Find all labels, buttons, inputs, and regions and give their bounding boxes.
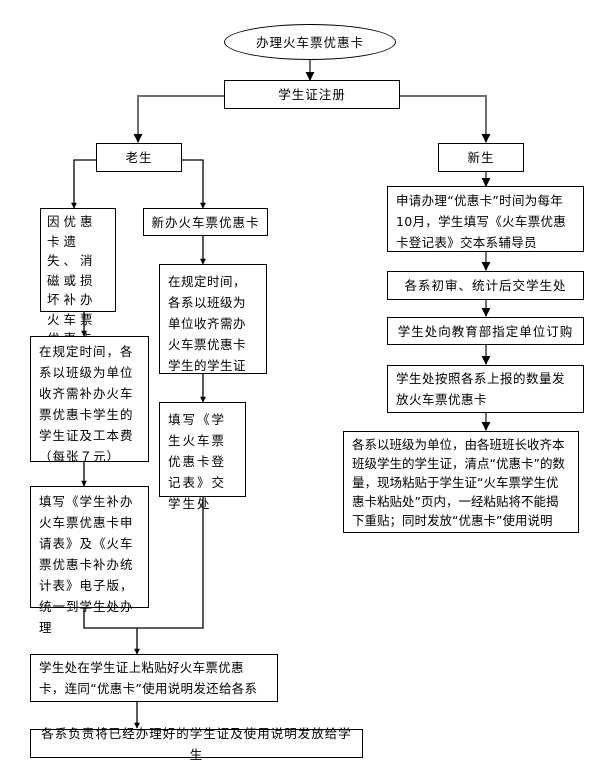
- paste-card-node: 学生处在学生证上粘贴好火车票优惠卡，连同“优惠卡”使用说明发还给各系: [30, 654, 278, 702]
- arrow-merge-paste: [83, 497, 204, 654]
- new-apply-node: 申请办理“优惠卡”时间为每年10月，学生填写《火车票优惠卡登记表》交本系辅导员: [387, 186, 584, 252]
- lost-collect-node: 在规定时间，各系以班级为单位收齐需补办火车票优惠卡学生的学生证及工本费（每张７元…: [30, 336, 149, 464]
- new-card-node: 新办火车票优惠卡: [143, 208, 268, 236]
- student-id-register-node: 学生证注册: [224, 80, 400, 109]
- final-distribute-node: 各系负责将已经办理好的学生证及使用说明发放给学生: [30, 726, 363, 762]
- start-node: 办理火车票优惠卡: [224, 24, 396, 60]
- new-student-node: 新生: [438, 143, 524, 172]
- lost-card-node: 因优惠卡遗失、消磁或损坏补办火车票优惠卡: [40, 208, 116, 346]
- new-distribute-node: 各系以班级为单位，由各班班长收齐本班级学生的学生证，清点“优惠卡”的数量，现场粘…: [343, 431, 579, 533]
- new-issue-node: 学生处按照各系上报的数量发放火车票优惠卡: [387, 365, 584, 413]
- lost-form-node: 填写《学生补办火车票优惠卡申请表》及《火车票优惠卡补办统计表》电子版，统一到学生…: [30, 486, 149, 635]
- new-card-collect-node: 在规定时间，各系以班级为单位收齐需办火车票优惠卡学生的学生证: [159, 264, 267, 374]
- new-order-node: 学生处向教育部指定单位订购: [387, 317, 584, 345]
- new-card-form-node: 填写《学生火车票优惠卡登记表》交学生处: [159, 402, 246, 511]
- arrow-register-old: [133, 95, 224, 143]
- old-student-node: 老生: [96, 143, 182, 172]
- arrow-old-lost: [71, 159, 96, 209]
- arrow-old-newcard: [182, 159, 206, 209]
- arrow-register-new: [400, 95, 491, 143]
- new-review-node: 各系初审、统计后交学生处: [387, 271, 584, 300]
